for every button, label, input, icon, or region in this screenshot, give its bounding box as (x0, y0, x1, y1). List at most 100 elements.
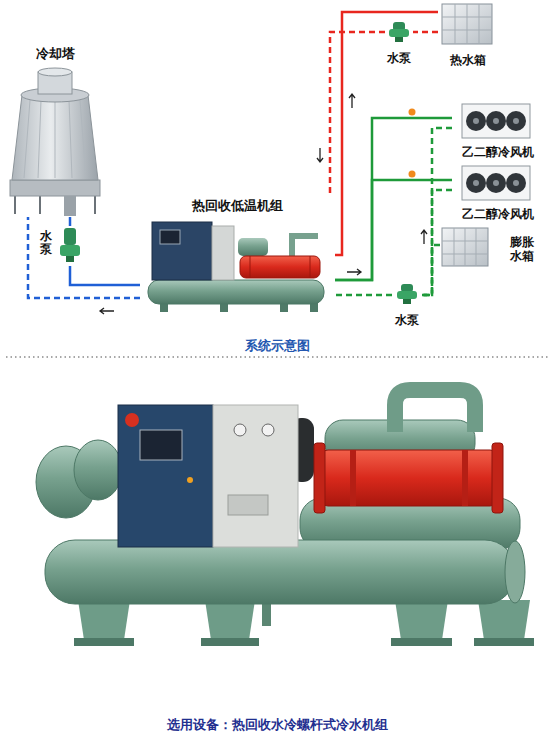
expansion-tank-picture (465, 228, 466, 266)
cooling-tower-picture (38, 100, 41, 178)
pipe-line (70, 266, 140, 285)
pipe-line (69, 217, 72, 226)
chiller-photo (462, 450, 468, 506)
pipe-line (335, 12, 438, 255)
cooling-tower-picture (80, 100, 86, 178)
chiller-photo (262, 424, 274, 436)
expansion-tank-picture (442, 254, 488, 255)
water-pump-picture (403, 299, 411, 304)
expansion-tank-picture (442, 228, 488, 266)
chiller-unit-picture (160, 230, 180, 244)
valve-symbol (409, 109, 416, 116)
chiller-photo (140, 430, 182, 460)
chiller-unit-picture (250, 256, 251, 278)
chiller-unit-picture (212, 226, 234, 280)
chiller-unit-picture (148, 280, 324, 304)
air-cooler-picture (506, 173, 526, 193)
cooling-tower-picture (38, 68, 72, 76)
expansion-tank-picture (442, 228, 488, 266)
chiller-photo (478, 600, 530, 640)
air-cooler-picture (466, 173, 486, 193)
chiller-photo (213, 405, 298, 547)
cooling-tower-picture (39, 194, 41, 214)
caption-box: 选用设备：热回收水冷螺杆式冷水机组 (0, 714, 554, 733)
node-label: 热水箱 (449, 53, 487, 68)
cooling-tower-picture (69, 100, 72, 178)
chiller-photo (474, 638, 534, 646)
air-cooler-picture (493, 180, 499, 186)
hot-water-tank-picture (479, 4, 480, 44)
flow-arrow (100, 308, 114, 314)
air-cooler-picture (462, 104, 530, 138)
chiller-photo (205, 600, 255, 640)
chiller-photo (234, 424, 246, 436)
hot-water-tank: 热水箱 (438, 2, 498, 68)
water-pump-picture (401, 284, 413, 292)
chiller-photo (78, 600, 130, 640)
air-cooler-picture (462, 104, 530, 138)
water-pump-picture (389, 22, 409, 42)
glycol-air-cooler: 乙二醇冷风机 (452, 162, 544, 222)
pipe-line (335, 180, 452, 280)
pipe-line (335, 294, 392, 297)
node-label: 膨胀水箱 (509, 235, 536, 264)
pipe-line (28, 217, 140, 298)
chiller-unit-picture (148, 222, 324, 312)
water-pump-picture (397, 291, 417, 299)
expansion-tank-picture (476, 228, 477, 266)
water-pump-picture (66, 256, 74, 262)
water-pump-picture (397, 284, 417, 304)
label-box: 系统示意图 (0, 335, 554, 354)
air-cooler-picture (473, 180, 479, 186)
chiller-unit-picture (152, 222, 212, 280)
air-cooler-picture (462, 166, 530, 200)
water-pump: 水泵 (385, 20, 413, 66)
chiller-photo (505, 541, 525, 603)
chiller-photo (228, 495, 268, 515)
caption: 选用设备：热回收水冷螺杆式冷水机组 (166, 717, 389, 732)
pipe-line (422, 128, 452, 295)
chiller-photo (187, 477, 193, 483)
hot-water-tank-picture (442, 4, 492, 44)
cooling-tower-picture (10, 68, 100, 216)
cooling-tower-picture (12, 95, 98, 180)
water-pump-picture (389, 29, 409, 37)
air-cooler-picture (473, 118, 479, 124)
pipe-line (422, 190, 452, 295)
cooling-tower-picture (55, 100, 56, 178)
air-cooler-picture (466, 111, 486, 131)
node-label: 水泵 (40, 230, 52, 256)
water-pump-picture (60, 245, 80, 256)
expansion-tank: 膨胀水箱 (440, 226, 540, 272)
node-label: 乙二醇冷风机 (461, 145, 535, 160)
chiller-unit-picture (292, 236, 318, 258)
chiller-unit-picture (240, 256, 320, 278)
chiller-unit-picture (310, 256, 311, 278)
cooling-tower-picture (24, 100, 30, 178)
chiller-photo (118, 405, 213, 547)
chiller-photo (74, 440, 122, 500)
hot-water-tank-picture (442, 30, 492, 31)
node-label: 乙二醇冷风机 (461, 207, 535, 222)
air-cooler-picture (486, 173, 506, 193)
chiller-photo (36, 390, 534, 646)
flow-arrow (317, 148, 323, 162)
hot-water-tank-picture (467, 4, 468, 44)
chiller-photo (45, 540, 515, 604)
heat-recovery-unit: 热回收低温机组 (140, 196, 335, 314)
air-cooler-picture (493, 118, 499, 124)
chiller-photo (492, 443, 503, 513)
expansion-tank-picture (442, 241, 488, 242)
chiller-photo (320, 450, 498, 506)
air-cooler-picture (513, 180, 519, 186)
chiller-photo (74, 638, 134, 646)
diagram-subtitle: 系统示意图 (244, 338, 311, 353)
pipe-line (422, 245, 440, 295)
hot-water-tank-picture (442, 4, 492, 44)
flow-arrow (100, 94, 427, 314)
air-cooler-picture (513, 118, 519, 124)
expansion-tank-picture (454, 228, 455, 266)
separator-line (6, 356, 548, 358)
air-cooler-picture (462, 166, 530, 200)
